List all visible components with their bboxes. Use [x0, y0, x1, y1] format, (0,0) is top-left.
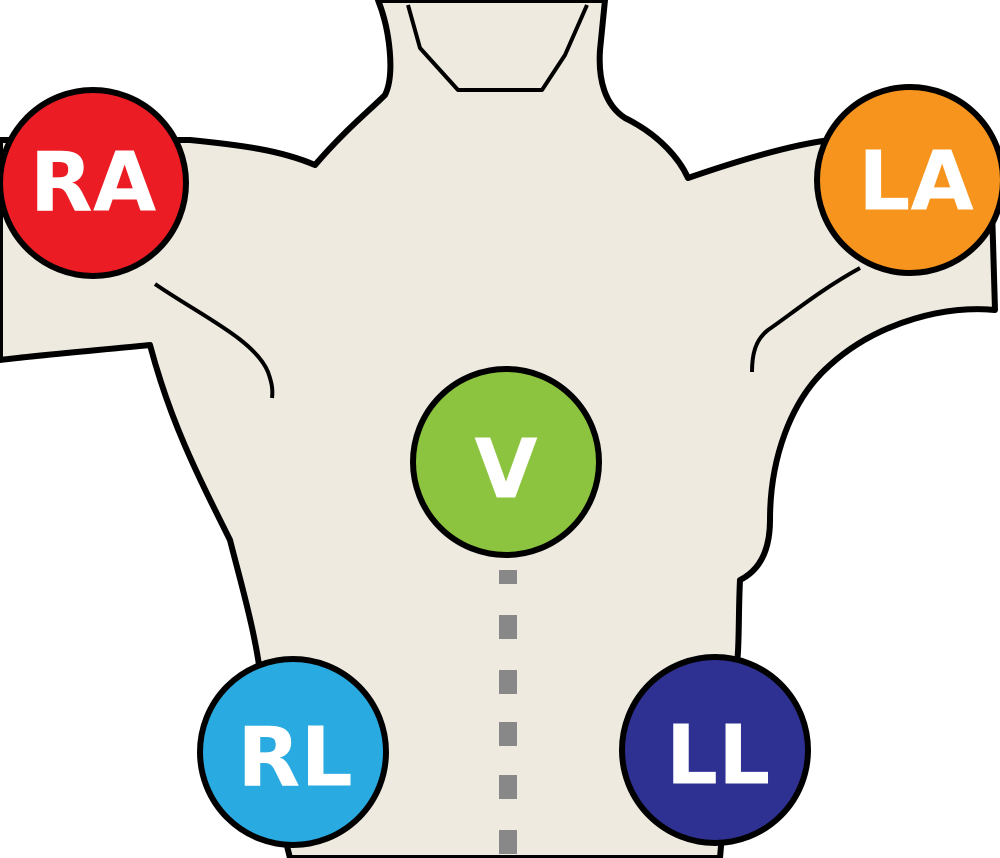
midline-dash — [499, 830, 517, 854]
midline-dash — [499, 775, 517, 799]
neck-collar — [406, 4, 589, 92]
electrode-ll-label: LL — [666, 709, 771, 804]
left-armpit-contour — [750, 266, 861, 373]
midline-dash — [499, 570, 517, 584]
midline-dash — [499, 615, 517, 639]
electrode-la: LA — [814, 84, 1000, 276]
electrode-ra-label: RA — [30, 136, 157, 231]
midline-guide-dashes — [499, 570, 517, 854]
electrode-v-label: V — [474, 423, 538, 518]
electrode-rl-label: RL — [237, 711, 352, 806]
right-armpit-contour — [153, 282, 275, 399]
midline-dash — [499, 670, 517, 694]
electrode-la-label: LA — [858, 135, 974, 230]
electrode-ra: RA — [0, 87, 189, 279]
electrode-ll: LL — [619, 654, 811, 846]
electrode-rl: RL — [197, 656, 389, 848]
electrode-v: V — [410, 366, 602, 558]
midline-dash — [499, 722, 517, 746]
